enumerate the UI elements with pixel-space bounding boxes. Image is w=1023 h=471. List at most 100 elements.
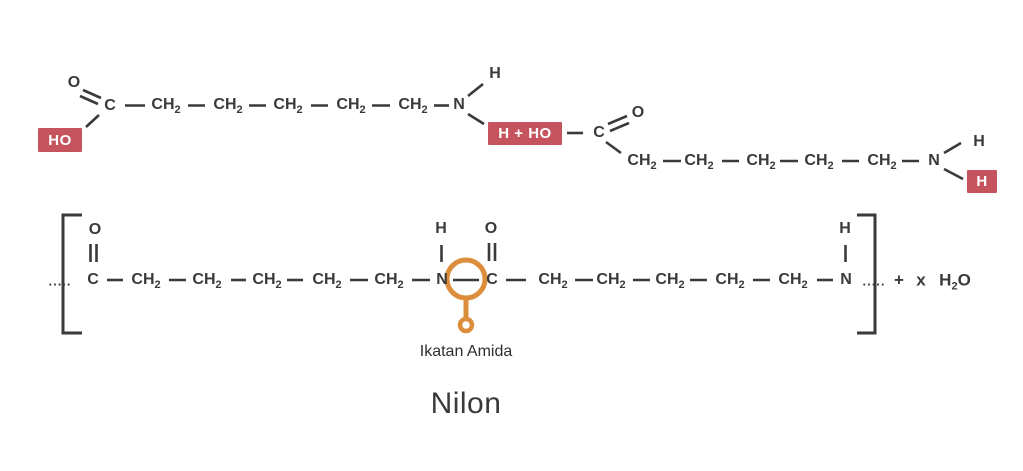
amide-bond-annotation [444,257,488,334]
atom-carbon: C [593,124,605,141]
bond-n-leaving [943,167,964,181]
ch2-sub: 2 [174,104,181,116]
group-ch2: CH2 [655,271,685,291]
ch2-base: CH [252,271,276,288]
diagram-title: Nilon [430,387,502,420]
ch2-base: CH [715,271,739,288]
water-o: O [957,270,971,290]
ch2-sub: 2 [154,279,161,291]
ch2-base: CH [273,96,297,113]
ch2-sub: 2 [296,104,303,116]
ch2-sub: 2 [421,104,428,116]
ch2-base: CH [538,271,562,288]
group-ch2: CH2 [131,271,161,291]
ch2-sub: 2 [707,160,714,172]
atom-nitrogen: N [840,271,852,288]
chain-continuation-dots: ..... [862,273,886,289]
group-ch2: CH2 [151,96,181,116]
ch2-sub: 2 [769,160,776,172]
water-h: H [939,270,952,290]
double-bond-line [609,121,630,133]
ch2-base: CH [804,152,828,169]
ch2-sub: 2 [397,279,404,291]
group-ch2: CH2 [684,152,714,172]
ch2-sub: 2 [236,104,243,116]
atom-oxygen: O [631,104,645,121]
group-ch2: CH2 [627,152,657,172]
group-ch2: CH2 [746,152,776,172]
ch2-base: CH [596,271,620,288]
group-ch2: CH2 [374,271,404,291]
ch2-sub: 2 [561,279,568,291]
group-ch2: CH2 [312,271,342,291]
highlight-hydroxyl-group: HO [38,128,82,152]
ch2-base: CH [867,152,891,169]
bond-n-h [467,82,484,98]
x-variable: x [916,270,926,290]
group-ch2: CH2 [192,271,222,291]
ch2-sub: 2 [359,104,366,116]
atom-carbon: C [104,97,116,114]
atom-nitrogen: N [453,96,465,113]
group-ch2: CH2 [867,152,897,172]
ch2-base: CH [151,96,175,113]
ch2-base: CH [374,271,398,288]
chain-continuation-dots: ..... [48,273,72,289]
ch2-sub: 2 [650,160,657,172]
double-bond-line [607,114,628,126]
double-bond-line [79,94,99,106]
plus-sign: + [894,270,904,290]
group-ch2: CH2 [715,271,745,291]
atom-carbon: C [87,271,99,288]
atom-oxygen: O [67,74,81,91]
ch2-base: CH [192,271,216,288]
ch2-base: CH [684,152,708,169]
atom-hydrogen: H [489,65,501,82]
group-ch2: CH2 [596,271,626,291]
atom-carbon-amide: C [486,271,498,288]
ch2-sub: 2 [619,279,626,291]
ch2-base: CH [336,96,360,113]
bond-c-ho [85,114,100,128]
water-formula: H2O [939,270,971,293]
group-ch2: CH2 [252,271,282,291]
ch2-sub: 2 [275,279,282,291]
group-ch2: CH2 [778,272,808,291]
group-ch2: CH2 [336,96,366,116]
group-ch2: CH2 [213,96,243,116]
ch2-sub: 2 [215,279,222,291]
ch2-sub: 2 [335,279,342,291]
bond-lines [79,82,964,282]
repeat-brackets [61,213,877,335]
group-ch2: CH2 [804,152,834,172]
ch2-base: CH [746,152,770,169]
highlight-amine-hydrogen: H [967,170,997,193]
ch2-sub: 2 [801,279,808,291]
atom-hydrogen: H [839,220,851,237]
ch2-base: CH [655,271,679,288]
ch2-base: CH [312,271,336,288]
ch2-sub: 2 [678,279,685,291]
right-bracket [857,213,877,335]
group-ch2: CH2 [538,271,568,291]
ch2-base: CH [627,152,651,169]
ch2-sub: 2 [738,279,745,291]
atom-nitrogen-amide: N [436,271,448,288]
atom-oxygen: O [484,220,498,237]
ch2-base: CH [398,96,422,113]
double-bond-line [82,88,102,100]
ch2-base: CH [131,271,155,288]
amide-pointer-dot [457,316,475,334]
atom-oxygen: O [88,221,102,238]
water-sub: 2 [951,280,958,293]
atom-hydrogen: H [435,220,447,237]
bond-n-leaving [467,112,485,126]
group-ch2: CH2 [398,96,428,116]
ch2-sub: 2 [890,160,897,172]
ch2-base: CH [213,96,237,113]
atom-hydrogen: H [973,133,985,150]
ch2-sub: 2 [827,160,834,172]
amide-bond-label: Ikatan Amida [419,343,513,360]
